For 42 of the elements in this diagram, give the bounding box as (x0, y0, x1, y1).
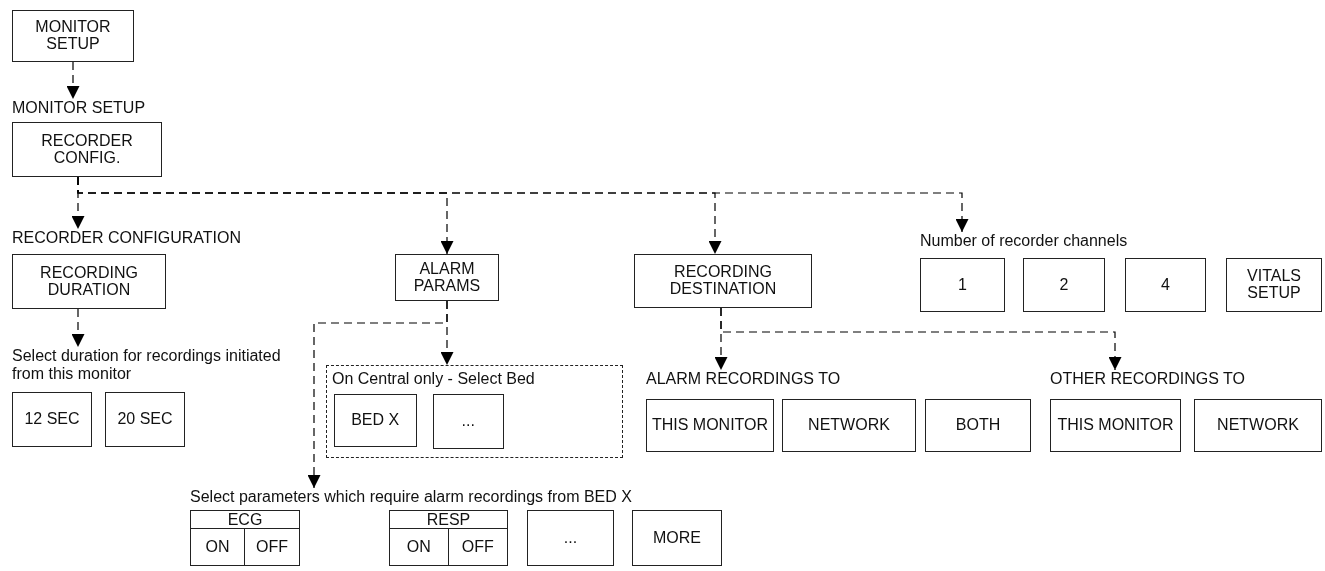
menu-key: ... (432, 393, 504, 449)
menu-key: 20 SEC (105, 392, 185, 447)
arrow (66, 61, 80, 100)
arrow (71, 308, 85, 348)
group-heading: On Central only - Select Bed (332, 370, 535, 389)
menu-key: VITALS SETUP (1226, 258, 1322, 312)
menu-key: THIS MONITOR (646, 399, 774, 452)
menu-key: MONITOR SETUP (12, 10, 134, 62)
menu-heading: OTHER RECORDINGS TO (1050, 370, 1245, 389)
menu-key: 1 (920, 258, 1005, 312)
menu-heading: Select duration for recordings initiated from this monitor (12, 347, 292, 384)
menu-key: RECORDER CONFIG. (12, 122, 162, 177)
toggle-key (389, 510, 508, 566)
option-cell: ON (390, 529, 449, 565)
dashed-group-box (326, 365, 623, 458)
menu-key: 4 (1125, 258, 1206, 312)
menu-key: 12 SEC (12, 392, 92, 447)
menu-key: ... (527, 510, 614, 566)
menu-heading: ALARM RECORDINGS TO (646, 370, 841, 389)
menu-heading: RECORDER CONFIGURATION (12, 229, 242, 248)
arrow (720, 307, 1122, 371)
menu-key: NETWORK (1194, 399, 1322, 452)
menu-key: BED X (333, 393, 417, 447)
option-cell: ON (191, 529, 245, 565)
menu-key: RECORDING DURATION (12, 254, 166, 309)
menu-heading: Number of recorder channels (920, 232, 1128, 251)
key-title: RESP (390, 511, 507, 529)
arrow (307, 300, 448, 489)
menu-heading: MONITOR SETUP (12, 99, 146, 118)
option-cell-text: OFF (460, 537, 495, 557)
menu-key: ALARM PARAMS (395, 254, 499, 301)
arrow (77, 176, 969, 233)
toggle-key (190, 510, 300, 566)
menu-key: BOTH (925, 399, 1031, 452)
menu-key: RECORDING DESTINATION (634, 254, 812, 308)
menu-key: 2 (1023, 258, 1105, 312)
menu-heading: Select parameters which require alarm recordings from BED X (190, 488, 632, 507)
menu-key: NETWORK (782, 399, 916, 452)
menu-key: THIS MONITOR (1050, 399, 1181, 452)
key-title: ECG (191, 511, 299, 529)
option-cell-text: OFF (255, 537, 289, 557)
menu-key: MORE (632, 510, 722, 566)
